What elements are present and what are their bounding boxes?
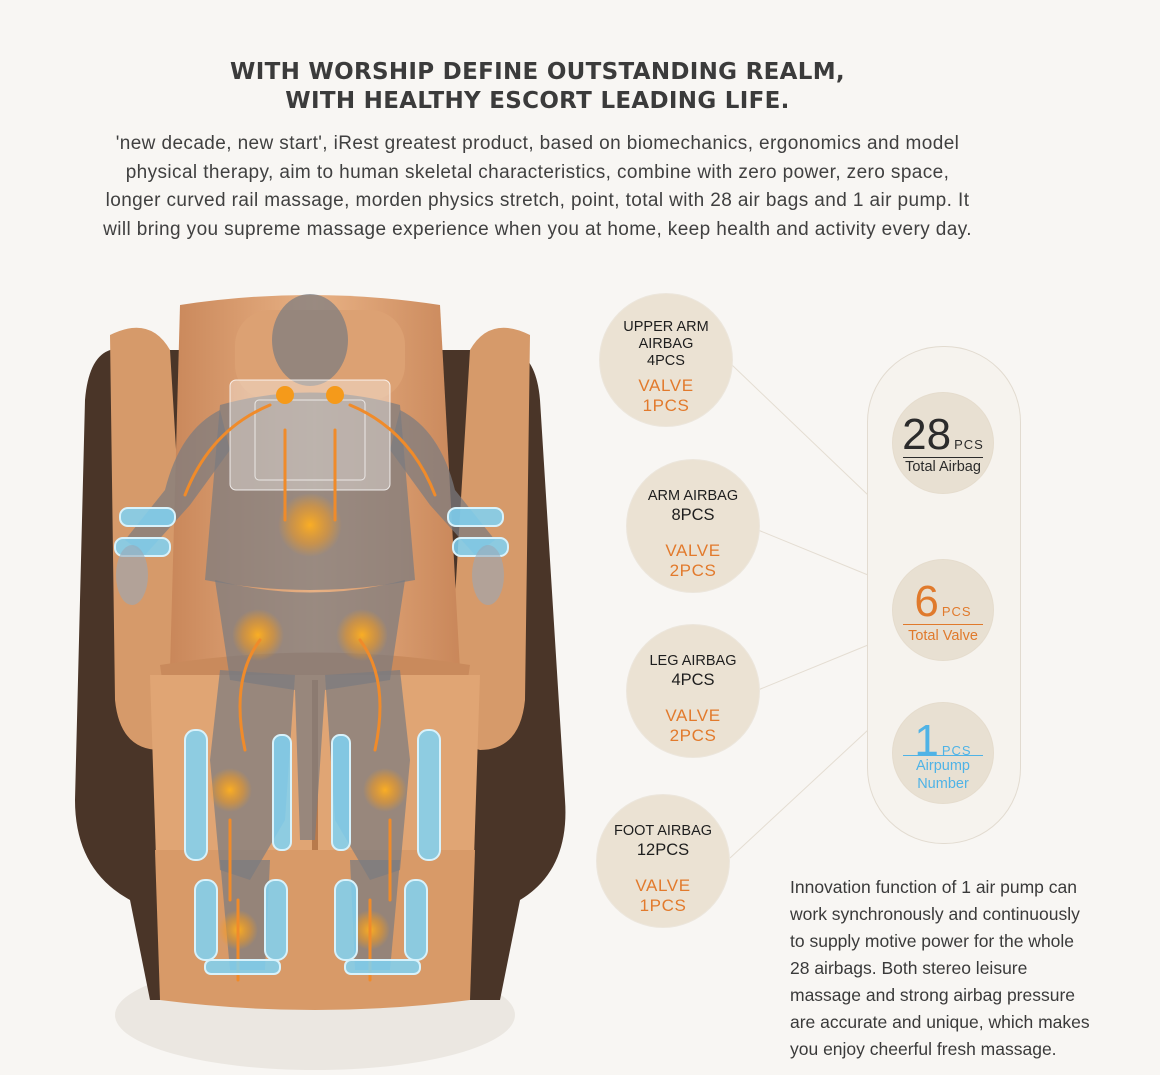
arm-airbag-name: ARM AIRBAG — [647, 488, 739, 504]
leg-airbag-circle: LEG AIRBAG 4PCS VALVE 2PCS — [627, 625, 759, 757]
total-valve-label: Total Valve — [908, 628, 978, 644]
airpump-label-1: Airpump — [916, 758, 970, 774]
foot-airbag-count: 12PCS — [636, 841, 690, 859]
arm-airbag-count: 8PCS — [671, 506, 715, 524]
intro-line-2: physical therapy, aim to human skeletal … — [125, 161, 950, 183]
foot-airbag-name: FOOT AIRBAG — [613, 823, 713, 839]
arm-valve-label: VALVE — [665, 541, 721, 560]
headline-line-2: WITH HEALTHY ESCORT LEADING LIFE. — [285, 88, 790, 114]
description-line-4: 28 airbags. Both stereo leisure — [790, 958, 1028, 978]
total-airbag-label: Total Airbag — [905, 459, 981, 475]
description-line-3: to supply motive power for the whole — [790, 931, 1075, 951]
stats-panel: 28 PCS Total Airbag 6 PCS Total Valve 1 … — [867, 346, 1021, 844]
leg-valve-label: VALVE — [665, 706, 721, 725]
total-airbag-unit: PCS — [954, 437, 984, 452]
description-line-5: massage and strong airbag pressure — [790, 985, 1076, 1005]
airpump-stat: 1 PCS Airpump Number — [893, 703, 993, 803]
total-valve-stat: 6 PCS Total Valve — [893, 560, 993, 660]
total-valve-number: 6 — [914, 577, 939, 626]
intro-line-3: longer curved rail massage, morden physi… — [105, 190, 970, 211]
foot-valve-count: 1PCS — [639, 896, 687, 915]
upper-arm-airbag-circle: UPPER ARM AIRBAG 4PCS VALVE 1PCS — [600, 294, 732, 426]
upper-arm-valve-label: VALVE — [638, 376, 694, 395]
arm-valve-count: 2PCS — [669, 561, 717, 580]
total-airbag-number: 28 — [902, 410, 952, 459]
description-line-1: Innovation function of 1 air pump can — [790, 877, 1077, 897]
total-valve-unit: PCS — [941, 604, 972, 619]
intro-line-4: will bring you supreme massage experienc… — [103, 218, 972, 240]
total-airbag-stat: 28 PCS Total Airbag — [893, 393, 993, 493]
upper-arm-airbag-name-2: AIRBAG — [638, 336, 694, 352]
intro-paragraph: 'new decade, new start', iRest greatest … — [60, 130, 1015, 244]
intro-line-1: 'new decade, new start', iRest greatest … — [115, 133, 960, 154]
headline: WITH WORSHIP DEFINE OUTSTANDING REALM, W… — [0, 58, 1075, 116]
arm-airbag-circle: ARM AIRBAG 8PCS VALVE 2PCS — [627, 460, 759, 592]
description-paragraph: Innovation function of 1 air pump can wo… — [790, 874, 1140, 1063]
airpump-unit: PCS — [941, 743, 972, 758]
description-line-6: are accurate and unique, which makes — [790, 1012, 1090, 1032]
headline-line-1: WITH WORSHIP DEFINE OUTSTANDING REALM, — [230, 59, 845, 85]
upper-arm-airbag-name-1: UPPER ARM — [623, 319, 709, 335]
upper-arm-valve-count: 1PCS — [642, 396, 690, 415]
leg-airbag-name: LEG AIRBAG — [649, 653, 737, 669]
foot-valve-label: VALVE — [635, 876, 691, 895]
massage-chair-illustration — [75, 294, 566, 1070]
upper-arm-airbag-count: 4PCS — [647, 353, 685, 369]
description-line-7: you enjoy cheerful fresh massage. — [790, 1039, 1057, 1059]
airpump-label-2: Number — [917, 776, 969, 792]
leg-valve-count: 2PCS — [669, 726, 717, 745]
foot-airbag-circle: FOOT AIRBAG 12PCS VALVE 1PCS — [597, 795, 729, 927]
leg-airbag-count: 4PCS — [671, 671, 715, 689]
description-line-2: work synchronously and continuously — [790, 904, 1080, 924]
